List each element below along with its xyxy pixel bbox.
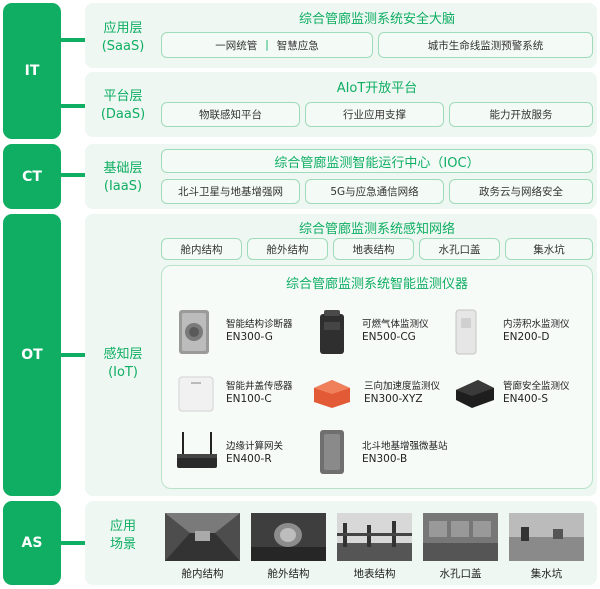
scene-caption-manhole: 水孔口盖 bbox=[439, 568, 482, 580]
iaas-box-cloud: 政务云与网络安全 bbox=[449, 179, 593, 204]
device-1-name: 智能结构诊断器 bbox=[226, 319, 293, 330]
device-8: 北斗地基增强微基站 EN300-B bbox=[362, 440, 448, 466]
saas-box-unified-a: 一网统管 bbox=[215, 39, 258, 52]
scene-sump-image bbox=[509, 513, 584, 561]
layer-saas-name: 应用层 bbox=[103, 21, 143, 36]
device-7-model: EN400-R bbox=[226, 453, 272, 465]
layer-scene-name1: 应用 bbox=[109, 519, 136, 534]
device-6-name: 管廊安全监测仪 bbox=[503, 381, 570, 392]
saas-box-separator: | bbox=[265, 39, 269, 51]
layer-scene-label: 应用 场景 bbox=[88, 518, 158, 554]
beidou-base-icon bbox=[320, 430, 344, 474]
iaas-title-box: 综合管廊监测智能运行中心（IOC） bbox=[161, 149, 593, 173]
device-1: 智能结构诊断器 EN300-G bbox=[226, 318, 293, 344]
connector-iot bbox=[58, 353, 90, 357]
iot-box-cabin-inner: 舱内结构 bbox=[161, 238, 242, 260]
iot-box-sump: 集水坑 bbox=[505, 238, 593, 260]
daas-box-iot: 物联感知平台 bbox=[161, 102, 300, 127]
saas-box-unified: 一网统管 | 智慧应急 bbox=[161, 32, 373, 58]
connector-scene bbox=[58, 541, 90, 545]
scene-caption-surface: 地表结构 bbox=[353, 568, 396, 580]
layer-iot-name: 感知层 bbox=[103, 347, 143, 362]
layer-daas-sub: (DaaS) bbox=[100, 107, 146, 122]
layer-iaas-name: 基础层 bbox=[103, 161, 143, 176]
scene-cabin-outer-image bbox=[251, 513, 326, 561]
layer-iaas-label: 基础层 (IaaS) bbox=[88, 160, 158, 196]
device-5-model: EN300-XYZ bbox=[364, 393, 423, 405]
device-2: 可燃气体监测仪 EN500-CG bbox=[362, 318, 429, 344]
tag-ot: OT bbox=[3, 214, 61, 496]
device-3: 内涝积水监测仪 EN200-D bbox=[503, 318, 570, 344]
device-3-name: 内涝积水监测仪 bbox=[503, 319, 570, 330]
gas-monitor-icon bbox=[320, 310, 344, 354]
layer-saas-sub: (SaaS) bbox=[101, 39, 145, 54]
layer-iot-sub: (IoT) bbox=[108, 365, 138, 380]
tag-ot-label: OT bbox=[21, 347, 43, 363]
gateway-icon bbox=[177, 432, 217, 468]
layer-iot-label: 感知层 (IoT) bbox=[88, 346, 158, 382]
device-7: 边缘计算网关 EN400-R bbox=[226, 440, 283, 466]
iot-box-manhole: 水孔口盖 bbox=[419, 238, 500, 260]
device-5: 三向加速度监测仪 EN300-XYZ bbox=[364, 380, 440, 406]
tag-as-label: AS bbox=[21, 535, 43, 551]
device-2-model: EN500-CG bbox=[362, 331, 416, 343]
connector-saas bbox=[58, 38, 90, 42]
layer-scene-name2: 场景 bbox=[109, 537, 136, 552]
diagnostic-device-icon bbox=[179, 310, 209, 354]
device-5-name: 三向加速度监测仪 bbox=[364, 381, 441, 392]
tag-it-label: IT bbox=[24, 63, 40, 79]
saas-box-unified-b: 智慧应急 bbox=[276, 39, 319, 52]
scene-cabin-inner-image bbox=[165, 513, 240, 561]
connector-iaas bbox=[58, 173, 90, 177]
scene-surface-image bbox=[337, 513, 412, 561]
saas-title: 综合管廊监测系统安全大脑 bbox=[298, 12, 455, 27]
device-6-model: EN400-S bbox=[503, 393, 548, 405]
device-4-model: EN100-C bbox=[226, 393, 272, 405]
layer-daas-label: 平台层 (DaaS) bbox=[88, 88, 158, 124]
scene-manhole-image bbox=[423, 513, 498, 561]
tag-it: IT bbox=[3, 3, 61, 139]
device-6: 管廊安全监测仪 EN400-S bbox=[503, 380, 570, 406]
saas-box-lifeline: 城市生命线监测预警系统 bbox=[378, 32, 593, 58]
iaas-box-5g: 5G与应急通信网络 bbox=[305, 179, 444, 204]
safety-monitor-icon bbox=[456, 380, 494, 408]
daas-box-industry: 行业应用支撑 bbox=[305, 102, 444, 127]
layer-saas-label: 应用层 (SaaS) bbox=[88, 20, 158, 56]
device-4-name: 智能井盖传感器 bbox=[226, 381, 293, 392]
device-2-name: 可燃气体监测仪 bbox=[362, 319, 429, 330]
iot-box-cabin-outer: 舱外结构 bbox=[247, 238, 328, 260]
iaas-box-beidou: 北斗卫星与地基增强网 bbox=[161, 179, 300, 204]
iot-box-surface: 地表结构 bbox=[333, 238, 414, 260]
iot-title: 综合管廊监测系统感知网络 bbox=[298, 222, 455, 237]
connector-daas bbox=[58, 104, 90, 108]
instruments-panel bbox=[161, 265, 593, 489]
tag-as: AS bbox=[3, 501, 61, 585]
instruments-title: 综合管廊监测系统智能监测仪器 bbox=[285, 277, 468, 292]
daas-title: AIoT开放平台 bbox=[336, 81, 418, 96]
device-3-model: EN200-D bbox=[503, 331, 550, 343]
device-1-model: EN300-G bbox=[226, 331, 273, 343]
scene-caption-cabin-outer: 舱外结构 bbox=[267, 568, 310, 580]
device-7-name: 边缘计算网关 bbox=[226, 441, 284, 452]
scene-caption-sump: 集水坑 bbox=[530, 568, 563, 580]
manhole-sensor-icon bbox=[178, 376, 214, 412]
device-4: 智能井盖传感器 EN100-C bbox=[226, 380, 293, 406]
waterlogging-monitor-icon bbox=[455, 309, 477, 355]
scene-caption-cabin-inner: 舱内结构 bbox=[181, 568, 224, 580]
layer-iaas-sub: (IaaS) bbox=[103, 179, 143, 194]
device-8-name: 北斗地基增强微基站 bbox=[362, 441, 448, 452]
device-8-model: EN300-B bbox=[362, 453, 408, 465]
tag-ct: CT bbox=[3, 144, 61, 209]
layer-daas-name: 平台层 bbox=[103, 89, 143, 104]
accelerometer-icon bbox=[314, 380, 350, 408]
tag-ct-label: CT bbox=[22, 168, 42, 185]
daas-box-open: 能力开放服务 bbox=[449, 102, 593, 127]
